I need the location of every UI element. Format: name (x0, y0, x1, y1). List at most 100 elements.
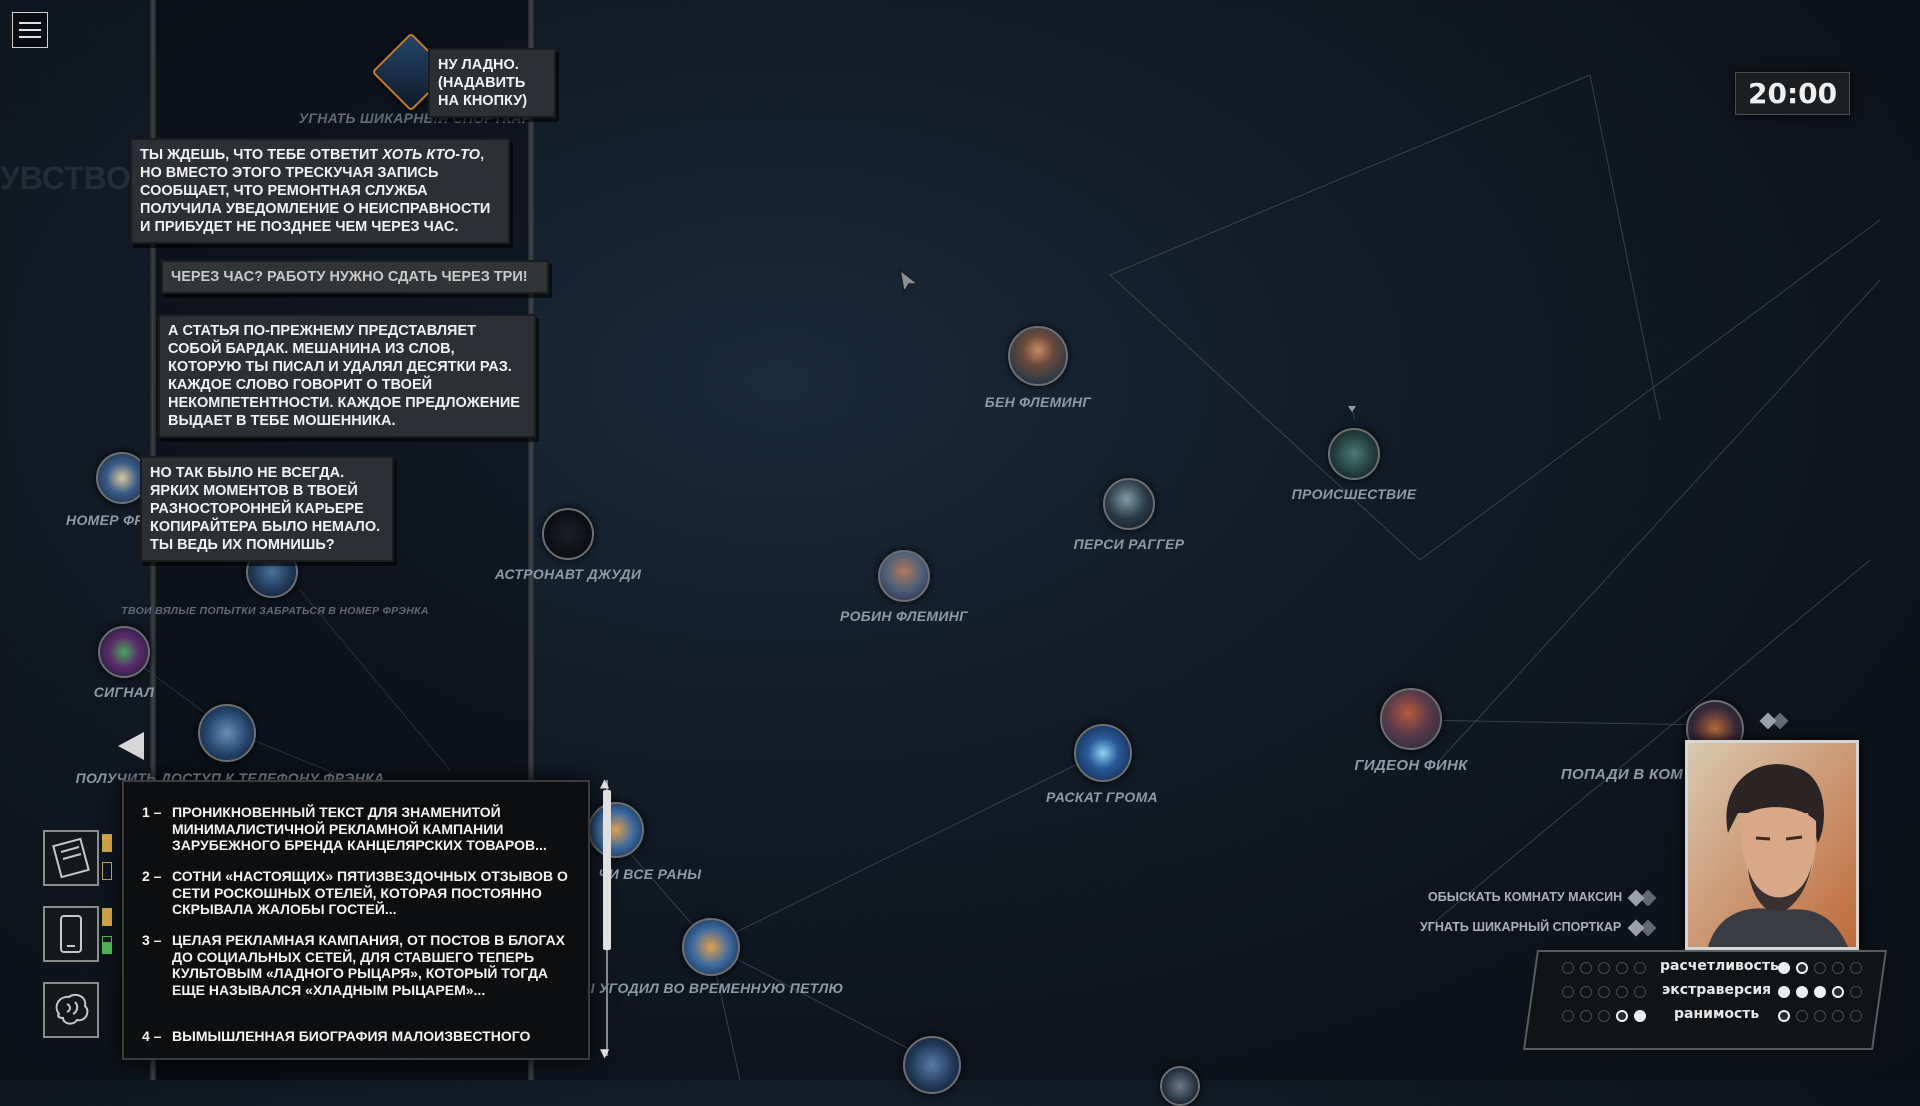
node-incident[interactable] (1328, 428, 1380, 480)
stat-dot (1562, 1010, 1574, 1022)
stat-dot (1850, 986, 1862, 998)
stat-label-calculation: расчетливость (1660, 958, 1779, 974)
node-bottom[interactable] (903, 1036, 961, 1094)
journal-icon[interactable] (43, 830, 99, 886)
stat-dot (1814, 1010, 1826, 1022)
brain-icon[interactable] (43, 982, 99, 1038)
stat-dot (1778, 1010, 1790, 1022)
stat-label-vulnerability: ранимость (1674, 1006, 1760, 1022)
choice-number: 4 – (142, 1028, 162, 1044)
node-signal[interactable] (98, 626, 150, 678)
stat-dot (1832, 986, 1844, 998)
player-portrait (1685, 740, 1859, 950)
node-label-thunder: РАСКАТ ГРОМА (1046, 789, 1158, 805)
stat-dot (1562, 986, 1574, 998)
stat-dot (1634, 986, 1646, 998)
node-label-frank-room-attempts: ТВОИ ВЯЛЫЕ ПОПЫТКИ ЗАБРАТЬСЯ В НОМЕР ФРЭ… (121, 605, 429, 617)
back-arrow-icon[interactable] (118, 732, 144, 760)
battery-icon (102, 908, 112, 926)
node-astronaut[interactable] (542, 508, 594, 560)
dialogue-bubble-player-line: ЧЕРЕЗ ЧАС? РАБОТУ НУЖНО СДАТЬ ЧЕРЕЗ ТРИ! (161, 260, 549, 294)
stat-dot (1832, 962, 1844, 974)
node-ben-fleming[interactable] (1008, 326, 1068, 386)
node-label-robin-fleming: РОБИН ФЛЕМИНГ (839, 608, 969, 624)
choice-text: ПРОНИКНОВЕННЫЙ ТЕКСТ ДЛЯ ЗНАМЕНИТОЙ МИНИ… (172, 804, 547, 853)
battery-icon (102, 862, 112, 880)
dialogue-bubble-narration: ТЫ ЖДЕШЬ, ЧТО ТЕБЕ ОТВЕТИТ ХОТЬ КТО-ТО, … (130, 138, 510, 244)
stat-dot (1796, 962, 1808, 974)
node-label-signal: СИГНАЛ (93, 684, 155, 700)
stat-dot (1562, 962, 1574, 974)
node-label-heal-wounds: ЧИ ВСЕ РАНЫ (598, 866, 702, 882)
stat-dot (1796, 1010, 1808, 1022)
dialogue-bubble-narration: НО ТАК БЫЛО НЕ ВСЕГДА. ЯРКИХ МОМЕНТОВ В … (140, 456, 394, 562)
stat-dot (1634, 1010, 1646, 1022)
stat-dot (1796, 986, 1808, 998)
stat-dot (1814, 962, 1826, 974)
stat-dot (1850, 962, 1862, 974)
hamburger-menu-icon[interactable] (12, 12, 48, 48)
node-frank-phone[interactable] (198, 704, 256, 762)
scroll-down-icon[interactable]: ▼ (600, 1046, 610, 1060)
stat-dot (1778, 986, 1790, 998)
ghost-heading: УВСТВО (0, 160, 131, 196)
stat-dot (1580, 962, 1592, 974)
node-label-astronaut: АСТРОНАВТ ДЖУДИ (494, 566, 642, 582)
node-time-loop[interactable] (682, 918, 740, 976)
phone-icon[interactable] (43, 906, 99, 962)
node-thunder[interactable] (1074, 724, 1132, 782)
stat-dot (1598, 962, 1610, 974)
stat-dot (1616, 986, 1628, 998)
node-gideon-fink[interactable] (1380, 688, 1442, 750)
choice-text: СОТНИ «НАСТОЯЩИХ» ПЯТИЗВЕЗДОЧНЫХ ОТЗЫВОВ… (172, 868, 568, 917)
node-heal-wounds[interactable] (588, 802, 644, 858)
stat-dot (1598, 1010, 1610, 1022)
marker-arrow-icon (1348, 406, 1356, 412)
node-percy-ragger[interactable] (1103, 478, 1155, 530)
stat-dot (1616, 962, 1628, 974)
right-rail (528, 0, 534, 1080)
node-label-get-into-room: ПОПАДИ В КОМ (1560, 766, 1684, 783)
bubble-text: , НО ВМЕСТО ЭТОГО ТРЕСКУЧАЯ ЗАПИСЬ СООБЩ… (140, 147, 491, 235)
dialogue-bubble-choice: НУ ЛАДНО. (НАДАВИТЬ НА КНОПКУ) (428, 48, 556, 118)
objective-steal-car[interactable]: УГНАТЬ ШИКАРНЫЙ СПОРТКАР (1420, 920, 1622, 934)
choice-text: ЦЕЛАЯ РЕКЛАМНАЯ КАМПАНИЯ, ОТ ПОСТОВ В БЛ… (172, 932, 566, 998)
stat-dot (1580, 986, 1592, 998)
stat-dot (1616, 1010, 1628, 1022)
dialogue-bubble-narration: А СТАТЬЯ ПО-ПРЕЖНЕМУ ПРЕДСТАВЛЯЕТ СОБОЙ … (158, 314, 536, 438)
node-frank-room[interactable] (96, 452, 148, 504)
choice-text: ВЫМЫШЛЕННАЯ БИОГРАФИЯ МАЛОИЗВЕСТНОГО (172, 1028, 531, 1044)
bubble-text: ТЫ ЖДЕШЬ, ЧТО ТЕБЕ ОТВЕТИТ (140, 147, 383, 163)
choice-option-4[interactable]: 4 – ВЫМЫШЛЕННАЯ БИОГРАФИЯ МАЛОИЗВЕСТНОГО (142, 1028, 572, 1045)
scroll-up-icon[interactable]: ▲ (600, 776, 610, 790)
choices-scrollbar-thumb[interactable] (603, 790, 611, 950)
stat-dot (1778, 962, 1790, 974)
bubble-text-emphasis: ХОТЬ КТО-ТО (382, 147, 481, 163)
node-label-percy-ragger: ПЕРСИ РАГГЕР (1073, 536, 1185, 552)
stat-dot (1850, 1010, 1862, 1022)
node-robin-fleming[interactable] (878, 550, 930, 602)
battery-icon (102, 936, 112, 954)
choice-option-3[interactable]: 3 – ЦЕЛАЯ РЕКЛАМНАЯ КАМПАНИЯ, ОТ ПОСТОВ … (142, 932, 572, 998)
choice-number: 2 – (142, 868, 162, 884)
node-label-ben-fleming: БЕН ФЛЕМИНГ (984, 394, 1092, 410)
choice-number: 3 – (142, 932, 162, 948)
mouse-cursor-icon (898, 268, 921, 295)
stat-dot (1580, 1010, 1592, 1022)
stat-dot (1814, 986, 1826, 998)
choices-panel: 1 – ПРОНИКНОВЕННЫЙ ТЕКСТ ДЛЯ ЗНАМЕНИТОЙ … (122, 780, 590, 1060)
stat-dot (1598, 986, 1610, 998)
choice-option-2[interactable]: 2 – СОТНИ «НАСТОЯЩИХ» ПЯТИЗВЕЗДОЧНЫХ ОТЗ… (142, 868, 572, 918)
stat-dot (1634, 962, 1646, 974)
stat-dot (1832, 1010, 1844, 1022)
node-label-incident: ПРОИСШЕСТВИЕ (1291, 486, 1417, 502)
objective-search-room[interactable]: ОБЫСКАТЬ КОМНАТУ МАКСИН (1428, 890, 1623, 904)
node-label-gideon-fink: ГИДЕОН ФИНК (1354, 757, 1468, 774)
choice-option-1[interactable]: 1 – ПРОНИКНОВЕННЫЙ ТЕКСТ ДЛЯ ЗНАМЕНИТОЙ … (142, 804, 572, 854)
stat-label-extraversion: экстраверсия (1662, 982, 1772, 998)
choice-number: 1 – (142, 804, 162, 820)
battery-icon (102, 834, 112, 852)
node-bottom-right[interactable] (1160, 1066, 1200, 1106)
game-clock: 20:00 (1735, 72, 1851, 115)
node-label-time-loop: Ы УГОДИЛ ВО ВРЕМЕННУЮ ПЕТЛЮ (580, 980, 844, 996)
